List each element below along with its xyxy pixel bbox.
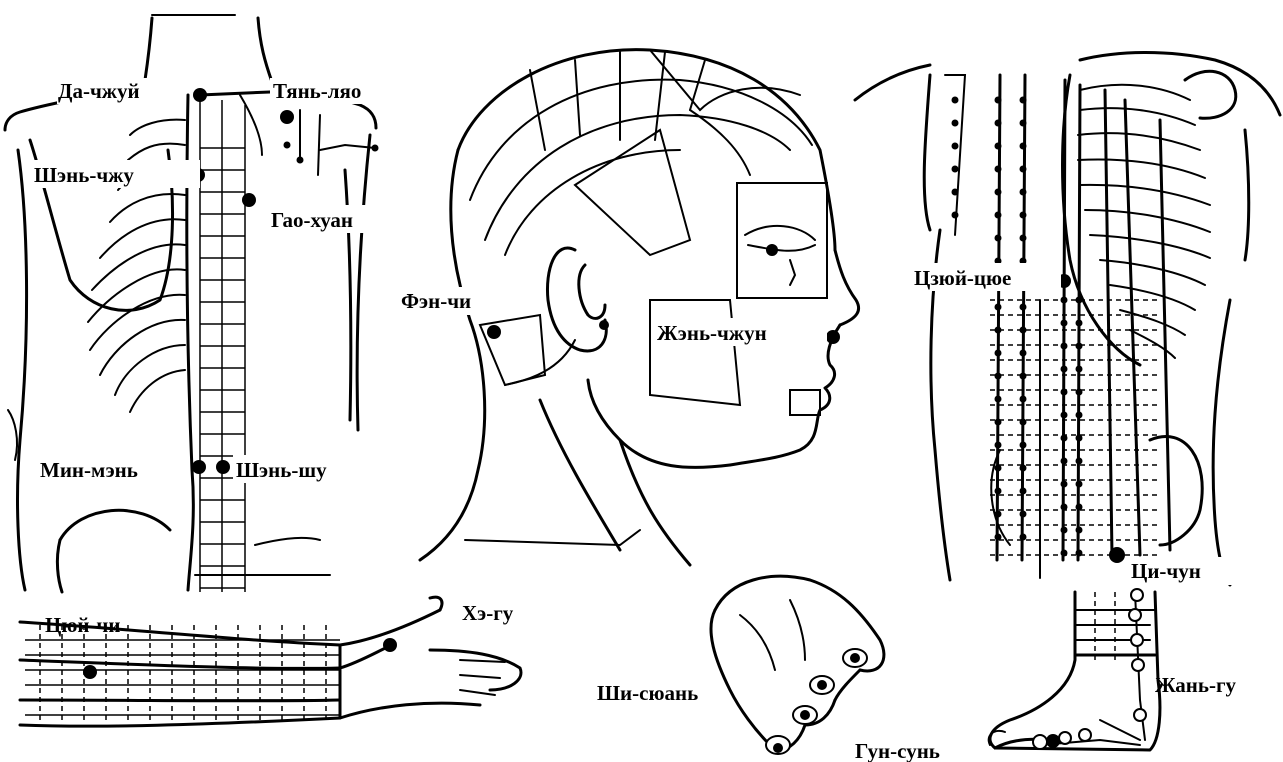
meridian-point: [1076, 527, 1083, 534]
front-torso-figure: [855, 53, 1280, 586]
meridian-point: [1076, 389, 1083, 396]
meridian-point: [1020, 465, 1027, 472]
meridian-point: [1020, 396, 1027, 403]
meridian-point: [1020, 97, 1027, 104]
meridian-point: [1061, 389, 1068, 396]
meridian-point: [1061, 297, 1068, 304]
meridian-point: [1076, 320, 1083, 327]
meridian-point: [995, 488, 1002, 495]
label-gao-huan: Гао-хуан: [271, 208, 353, 232]
meridian-point: [952, 212, 959, 219]
meridian-point: [1020, 212, 1027, 219]
meridian-point: [952, 143, 959, 150]
label-zhen-chzhun: Жэнь-чжун: [657, 321, 767, 345]
meridian-point: [1061, 343, 1068, 350]
meridian-point: [995, 327, 1002, 334]
meridian-point: [1020, 534, 1027, 541]
meridian-point: [995, 465, 1002, 472]
meridian-point: [995, 373, 1002, 380]
meridian-point: [1020, 373, 1027, 380]
meridian-point: [952, 189, 959, 196]
label-tszuy-tsyue: Цзюй-цюе: [914, 266, 1011, 290]
meridian-point: [1076, 343, 1083, 350]
meridian-point: [1020, 442, 1027, 449]
meridian-point: [1061, 458, 1068, 465]
label-tsyuy-chi: Цюй-чи: [45, 613, 120, 637]
meridian-point: [995, 143, 1002, 150]
label-tyan-lyao: Тянь-ляо: [273, 79, 361, 103]
meridian-point: [995, 97, 1002, 104]
meridian-point: [1020, 350, 1027, 357]
meridian-point: [1020, 189, 1027, 196]
meridian-point: [1061, 412, 1068, 419]
meridian-point: [1061, 320, 1068, 327]
meridian-point: [995, 212, 1002, 219]
label-gun-sun: Гун-сунь: [855, 739, 940, 762]
meridian-point: [952, 120, 959, 127]
meridian-point: [1076, 297, 1083, 304]
meridian-point: [995, 350, 1002, 357]
meridian-point: [1020, 166, 1027, 173]
meridian-point: [1076, 435, 1083, 442]
label-da-chzhuy: Да-чжуй: [58, 79, 140, 103]
label-min-men: Мин-мэнь: [40, 458, 138, 482]
meridian-point: [1076, 458, 1083, 465]
meridian-point: [1061, 366, 1068, 373]
label-fen-chi: Фэн-чи: [401, 289, 471, 313]
label-zhan-gu: Жань-гу: [1155, 673, 1236, 697]
foot-figure: [989, 589, 1160, 750]
meridian-point: [1076, 366, 1083, 373]
meridian-point: [1061, 435, 1068, 442]
meridian-point: [995, 235, 1002, 242]
meridian-point: [1076, 504, 1083, 511]
meridian-point: [1020, 120, 1027, 127]
meridian-point: [995, 419, 1002, 426]
meridian-point: [995, 442, 1002, 449]
meridian-point: [995, 120, 1002, 127]
label-he-gu: Хэ-гу: [462, 601, 514, 625]
meridian-point: [952, 97, 959, 104]
label-shen-shu: Шэнь-шу: [236, 458, 327, 482]
meridian-point: [1061, 481, 1068, 488]
meridian-point: [995, 189, 1002, 196]
meridian-point: [1020, 327, 1027, 334]
meridian-point: [1020, 511, 1027, 518]
meridian-point: [1076, 412, 1083, 419]
meridian-point: [1020, 488, 1027, 495]
meridian-point: [995, 534, 1002, 541]
meridian-point: [995, 396, 1002, 403]
label-shi-syuan: Ши-сюань: [597, 681, 698, 705]
meridian-point: [995, 511, 1002, 518]
meridian-point: [1020, 419, 1027, 426]
meridian-point: [1061, 527, 1068, 534]
meridian-point: [1061, 504, 1068, 511]
meridian-point: [952, 166, 959, 173]
meridian-point: [1020, 235, 1027, 242]
meridian-point: [1020, 304, 1027, 311]
hand-figure: [711, 576, 884, 754]
meridian-point: [995, 304, 1002, 311]
meridian-point: [1020, 143, 1027, 150]
point-labels: Да-чжуй Тянь-ляо Шэнь-чжу Гао-хуан Мин-м…: [32, 78, 1272, 762]
meridian-point: [1061, 550, 1068, 557]
label-tsi-chun: Ци-чун: [1131, 559, 1201, 583]
meridian-point: [1076, 481, 1083, 488]
meridian-point: [1076, 550, 1083, 557]
meridian-point: [995, 166, 1002, 173]
label-shen-chzhu: Шэнь-чжу: [34, 163, 134, 187]
